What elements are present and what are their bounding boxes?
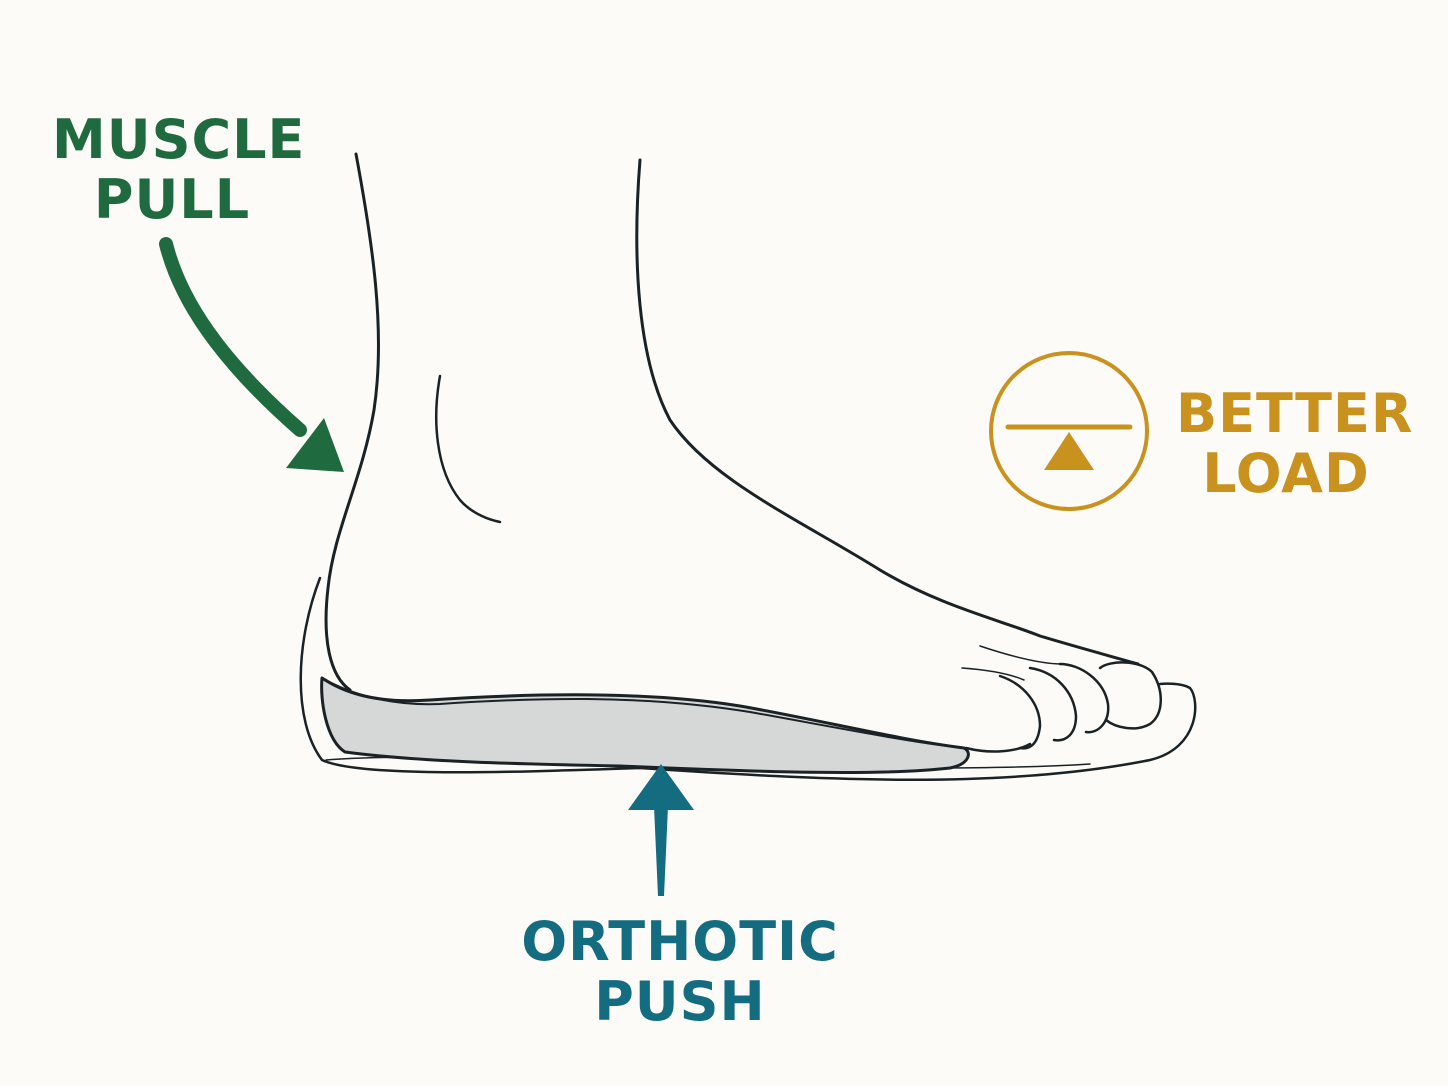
ankle-line (435, 374, 502, 524)
balance-fulcrum (1044, 432, 1094, 470)
insole-top-edge (321, 677, 966, 749)
toe-2 (1058, 662, 1110, 734)
toe-5 (964, 742, 1032, 753)
toe-4 (998, 674, 1042, 750)
better-load-line2: LOAD (1202, 442, 1370, 505)
muscle-pull-line2: PULL (93, 168, 251, 231)
push-arrow-shaft (654, 806, 668, 896)
foot-back-outline (324, 152, 380, 692)
toe-3 (1028, 666, 1078, 742)
big-toe (1098, 661, 1162, 730)
shoe-sole (299, 576, 1197, 782)
muscle-arrow-head (286, 418, 344, 472)
muscle-pull-label: MUSCLE PULL (52, 108, 306, 231)
toe-crease-2 (961, 667, 1025, 681)
better-load-label: BETTER LOAD (1176, 382, 1414, 505)
better-load-line1: BETTER (1176, 382, 1414, 445)
curved-arrow-icon (159, 237, 344, 472)
toe-crease (979, 645, 1063, 665)
balance-scale-icon (989, 351, 1149, 511)
muscle-pull-line1: MUSCLE (52, 108, 306, 171)
orthotic-push-text: ORTHOTIC PUSH (521, 910, 839, 1033)
push-arrow-head (628, 764, 694, 810)
balance-circle (989, 351, 1149, 511)
muscle-arrow-shaft (159, 237, 307, 437)
foot-front-outline (635, 158, 1140, 666)
orthotic-insole (320, 676, 970, 774)
up-arrow-icon (628, 764, 694, 896)
orthotic-push-label: ORTHOTIC PUSH (440, 912, 920, 1032)
